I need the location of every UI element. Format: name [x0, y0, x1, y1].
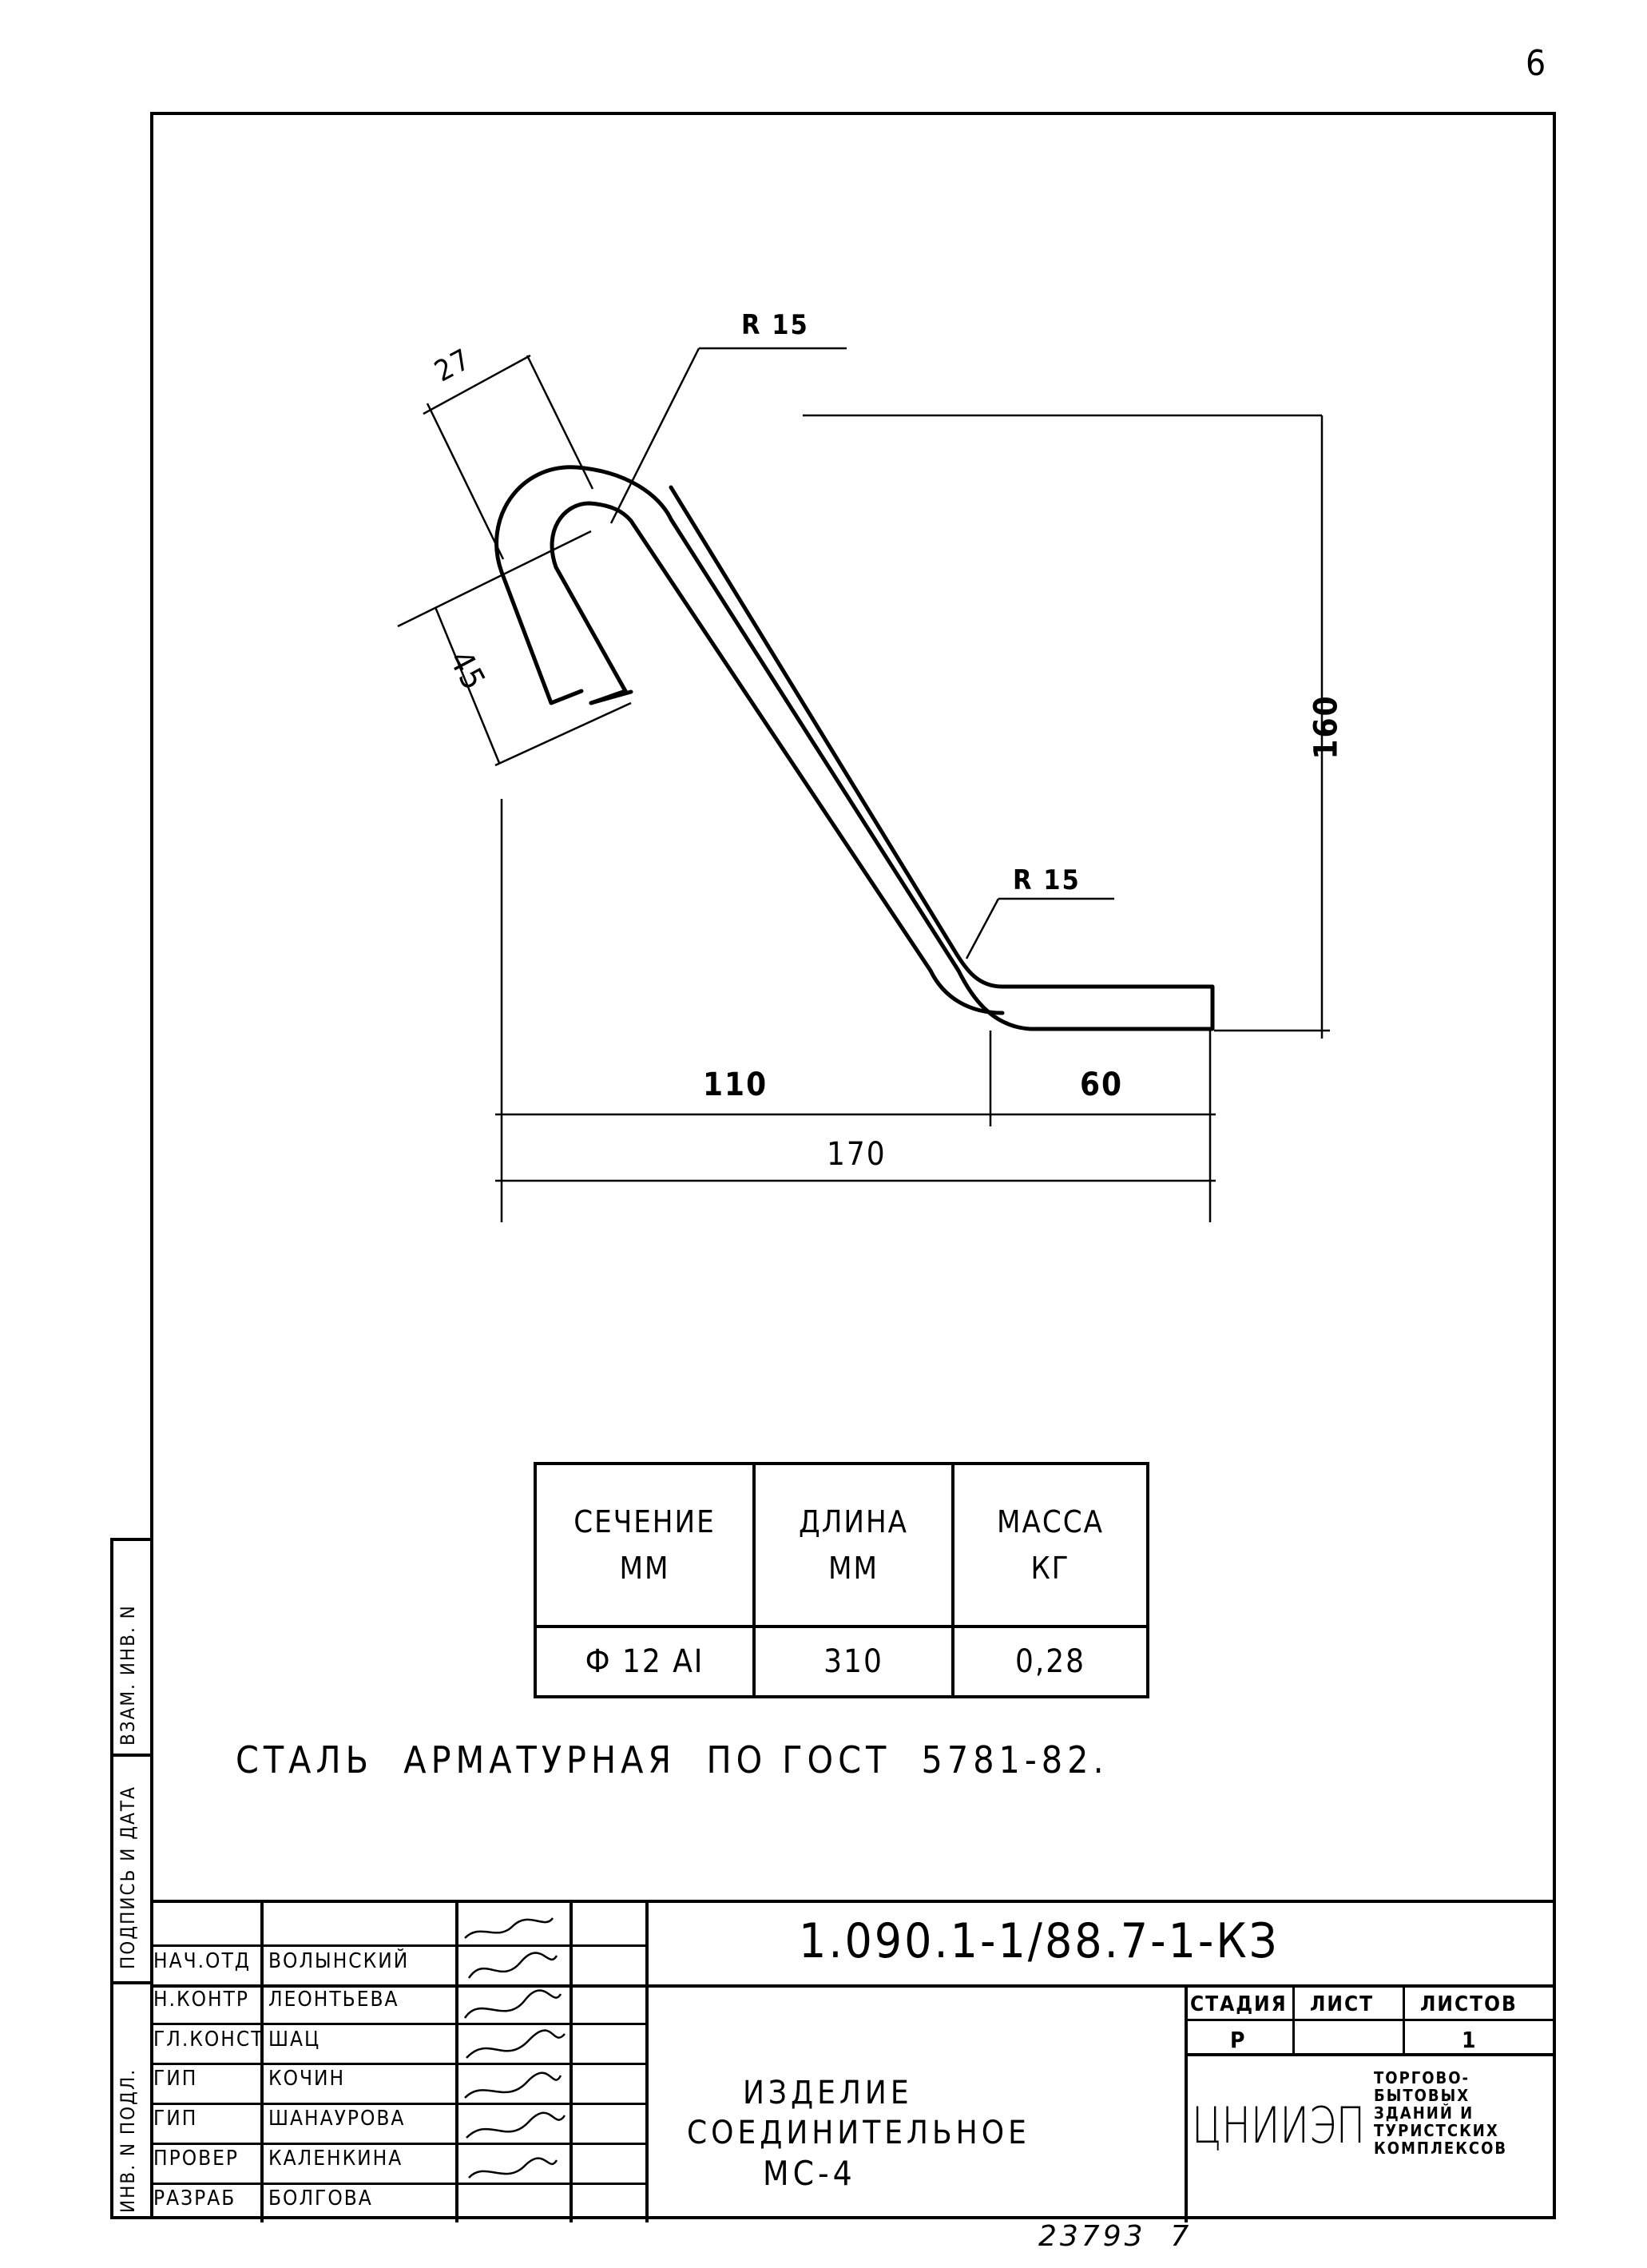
spec-header-length: ДЛИНА ММ: [752, 1462, 954, 1628]
sheets-value: 1: [1462, 2027, 1478, 2053]
footer-number: 23793 7: [1038, 2220, 1193, 2253]
dim-part2: 60: [1080, 1066, 1124, 1103]
org-logo: ЦНИИЭП: [1192, 2096, 1366, 2155]
name-7: БОЛГОВА: [268, 2187, 373, 2210]
stage-value: Р: [1230, 2027, 1247, 2053]
dim-part1: 110: [703, 1066, 768, 1103]
spec-header-mass: МАССА КГ: [951, 1462, 1149, 1628]
signatures: [463, 1917, 566, 2179]
role-6: ПРОВЕР: [153, 2147, 240, 2171]
role-2: Н.КОНТР: [153, 1988, 250, 2012]
spec-table-header-row: СЕЧЕНИЕ ММ ДЛИНА ММ МАССА КГ: [534, 1462, 1149, 1628]
document-code: 1.090.1-1/88.7-1-КЗ: [799, 1913, 1280, 1969]
title-block: [150, 1900, 1556, 2222]
role-3: ГЛ.КОНСТ: [153, 2028, 264, 2052]
role-7: РАЗРАБ: [153, 2187, 236, 2210]
material-note: СТАЛЬ АРМАТУРНАЯ ПО ГОСТ 5781-82.: [236, 1738, 1109, 1781]
role-1: НАЧ.ОТД: [153, 1949, 252, 1973]
name-4: КОЧИН: [268, 2067, 346, 2091]
name-2: ЛЕОНТЬЕВА: [268, 1988, 399, 2012]
product-name-line1: ИЗДЕЛИЕ: [743, 2075, 913, 2111]
stage-label: СТАДИЯ: [1190, 1992, 1288, 2016]
bent-bar-drawing: [397, 347, 1330, 1222]
spec-cell-mass: 0,28: [951, 1625, 1149, 1698]
dim-radius-top: R 15: [741, 309, 809, 341]
dim-total: 170: [827, 1136, 887, 1173]
role-4: ГИП: [153, 2067, 198, 2091]
dim-height: 160: [1308, 694, 1345, 760]
drawing-frame: [150, 112, 1556, 2219]
side-label-inv-podl: ИНВ. N ПОДЛ.: [117, 2067, 139, 2213]
spec-table-row: Ф 12 АI 310 0,28: [534, 1625, 1149, 1698]
dim-radius-bottom: R 15: [1013, 864, 1081, 896]
name-6: КАЛЕНКИНА: [268, 2147, 403, 2171]
side-label-podpis-data: ПОДПИСЬ И ДАТА: [117, 1785, 139, 1969]
spec-cell-length: 310: [752, 1625, 954, 1698]
bar-outline: [499, 572, 593, 697]
side-strip: [110, 1538, 153, 2219]
role-5: ГИП: [153, 2107, 198, 2131]
org-description: ТОРГОВО- БЫТОВЫХ ЗДАНИЙ И ТУРИСТСКИХ КОМ…: [1374, 2068, 1508, 2158]
bar-outer-contour: [494, 465, 1215, 1031]
spec-cell-section: Ф 12 АI: [534, 1625, 756, 1698]
spec-table: СЕЧЕНИЕ ММ ДЛИНА ММ МАССА КГ Ф 12 АI 310…: [534, 1462, 1149, 1698]
product-name-line3: МС-4: [763, 2154, 856, 2193]
page-number: 6: [1526, 43, 1548, 84]
spec-header-section: СЕЧЕНИЕ ММ: [534, 1462, 756, 1628]
name-3: ШАЦ: [268, 2028, 321, 2052]
sheets-label: ЛИСТОВ: [1420, 1992, 1518, 2016]
product-name-line2: СОЕДИНИТЕЛЬНОЕ: [687, 2115, 1030, 2151]
name-5: ШАНАУРОВА: [268, 2107, 406, 2131]
name-1: ВОЛЫНСКИЙ: [268, 1949, 410, 1973]
side-label-vzam-inv: ВЗАМ. ИНВ. N: [117, 1604, 139, 1746]
sheet-label: ЛИСТ: [1310, 1992, 1375, 2016]
